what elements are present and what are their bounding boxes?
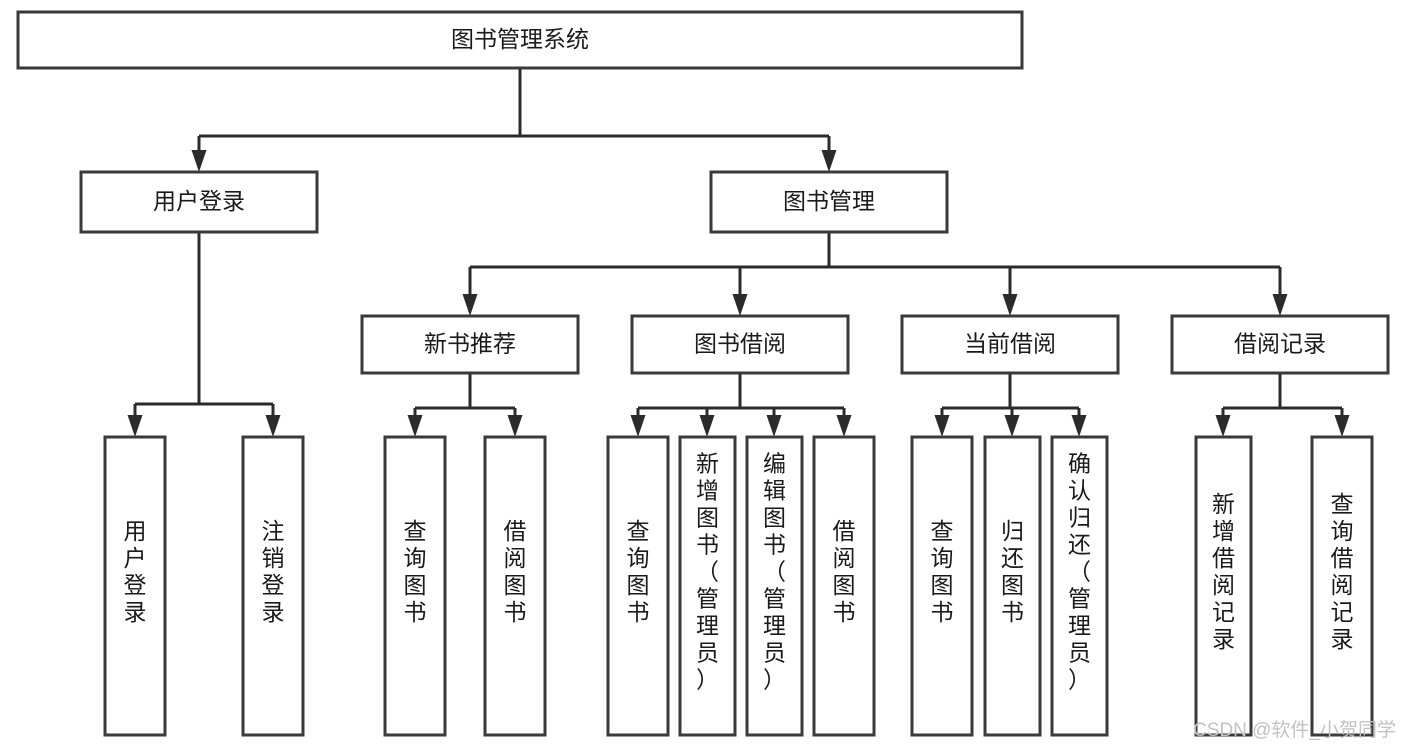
node-box[interactable]	[606, 435, 670, 737]
arrow-head-icon	[732, 294, 748, 316]
arrow-head-icon	[1215, 415, 1231, 437]
node-leaf-user-login[interactable]: 用户登录	[103, 435, 167, 737]
node-box[interactable]	[360, 314, 580, 375]
node-leaf-bb-add[interactable]: 新增图书（管理员）	[678, 435, 737, 737]
connector-group-borrowrecord-to-leaves	[1215, 373, 1350, 437]
nodes-layer: 图书管理系统用户登录图书管理新书推荐图书借阅当前借阅借阅记录用户登录注销登录查询…	[16, 10, 1390, 737]
node-label: 新增图书（管理员）	[696, 451, 719, 693]
node-label: 注销登录	[262, 518, 285, 625]
node-leaf-cb-confirm[interactable]: 确认归还（管理员）	[1050, 435, 1109, 737]
connector-group-bookmanage-to-level3	[462, 232, 1288, 316]
node-box[interactable]	[630, 314, 850, 375]
arrow-head-icon	[1071, 415, 1087, 437]
node-box[interactable]	[483, 435, 547, 737]
node-box[interactable]	[79, 170, 319, 234]
node-label: 图书借阅	[694, 331, 786, 357]
node-label: 借阅图书	[833, 518, 856, 625]
arrow-head-icon	[934, 415, 950, 437]
arrow-head-icon	[1002, 294, 1018, 316]
node-label: 编辑图书（管理员）	[763, 451, 786, 693]
node-leaf-cb-return[interactable]: 归还图书	[983, 435, 1042, 737]
node-box[interactable]	[910, 435, 974, 737]
connector-group-newbookrec-to-leaves	[407, 373, 523, 437]
arrow-head-icon	[699, 415, 715, 437]
node-label: 查询图书	[404, 518, 427, 625]
node-label: 查询图书	[931, 518, 954, 625]
arrow-head-icon	[1334, 415, 1350, 437]
node-leaf-br-query[interactable]: 查询借阅记录	[1310, 435, 1374, 737]
node-box[interactable]	[812, 435, 876, 737]
arrow-head-icon	[127, 415, 143, 437]
node-label: 新书推荐	[424, 331, 516, 357]
node-leaf-bb-borrow[interactable]: 借阅图书	[812, 435, 876, 737]
node-current-borrow[interactable]: 当前借阅	[900, 314, 1120, 375]
arrow-head-icon	[407, 415, 423, 437]
node-leaf-bb-query[interactable]: 查询图书	[606, 435, 670, 737]
node-box[interactable]	[983, 435, 1042, 737]
node-box[interactable]	[745, 435, 804, 737]
csdn-watermark: CSDN @软件_小贺同学	[1193, 719, 1396, 741]
arrow-head-icon	[1004, 415, 1020, 437]
node-box[interactable]	[900, 314, 1120, 375]
node-book-borrow[interactable]: 图书借阅	[630, 314, 850, 375]
node-label: 借阅记录	[1234, 331, 1326, 357]
node-borrow-record[interactable]: 借阅记录	[1170, 314, 1390, 375]
node-box[interactable]	[678, 435, 737, 737]
node-label: 查询借阅记录	[1331, 491, 1354, 652]
node-box[interactable]	[103, 435, 167, 737]
node-label: 图书管理系统	[451, 26, 589, 52]
node-user-login[interactable]: 用户登录	[79, 170, 319, 234]
arrow-head-icon	[191, 150, 207, 172]
arrow-head-icon	[766, 415, 782, 437]
arrow-head-icon	[836, 415, 852, 437]
connector-group-userlogin-to-leaves	[127, 232, 281, 437]
node-leaf-br-add[interactable]: 新增借阅记录	[1194, 435, 1253, 737]
node-leaf-rec-borrow[interactable]: 借阅图书	[483, 435, 547, 737]
arrow-head-icon	[821, 150, 837, 172]
node-box[interactable]	[383, 435, 447, 737]
node-leaf-user-logout[interactable]: 注销登录	[241, 435, 305, 737]
node-root[interactable]: 图书管理系统	[16, 10, 1024, 70]
node-leaf-rec-query[interactable]: 查询图书	[383, 435, 447, 737]
node-label: 归还图书	[1001, 518, 1024, 625]
node-box[interactable]	[1170, 314, 1390, 375]
node-label: 图书管理	[783, 188, 875, 214]
node-label: 当前借阅	[964, 331, 1056, 357]
node-leaf-bb-edit[interactable]: 编辑图书（管理员）	[745, 435, 804, 737]
arrow-head-icon	[462, 294, 478, 316]
node-label: 查询图书	[627, 518, 650, 625]
node-leaf-cb-query[interactable]: 查询图书	[910, 435, 974, 737]
node-box[interactable]	[241, 435, 305, 737]
arrow-head-icon	[1272, 294, 1288, 316]
node-box[interactable]	[1194, 435, 1253, 737]
node-box[interactable]	[709, 170, 949, 234]
arrow-head-icon	[507, 415, 523, 437]
connector-group-root-to-level2	[191, 68, 837, 172]
node-label: 确认归还（管理员）	[1068, 451, 1091, 693]
node-label: 用户登录	[153, 188, 245, 214]
connectors-layer	[127, 68, 1350, 437]
arrow-head-icon	[630, 415, 646, 437]
node-label: 用户登录	[124, 518, 147, 625]
connector-group-bookborrow-to-leaves	[630, 373, 852, 437]
node-box[interactable]	[16, 10, 1024, 70]
arrow-head-icon	[265, 415, 281, 437]
node-book-manage[interactable]: 图书管理	[709, 170, 949, 234]
node-box[interactable]	[1310, 435, 1374, 737]
node-new-book-rec[interactable]: 新书推荐	[360, 314, 580, 375]
node-label: 借阅图书	[504, 518, 527, 625]
node-box[interactable]	[1050, 435, 1109, 737]
node-label: 新增借阅记录	[1212, 491, 1235, 652]
connector-group-currentborrow-to-leaves	[934, 373, 1087, 437]
